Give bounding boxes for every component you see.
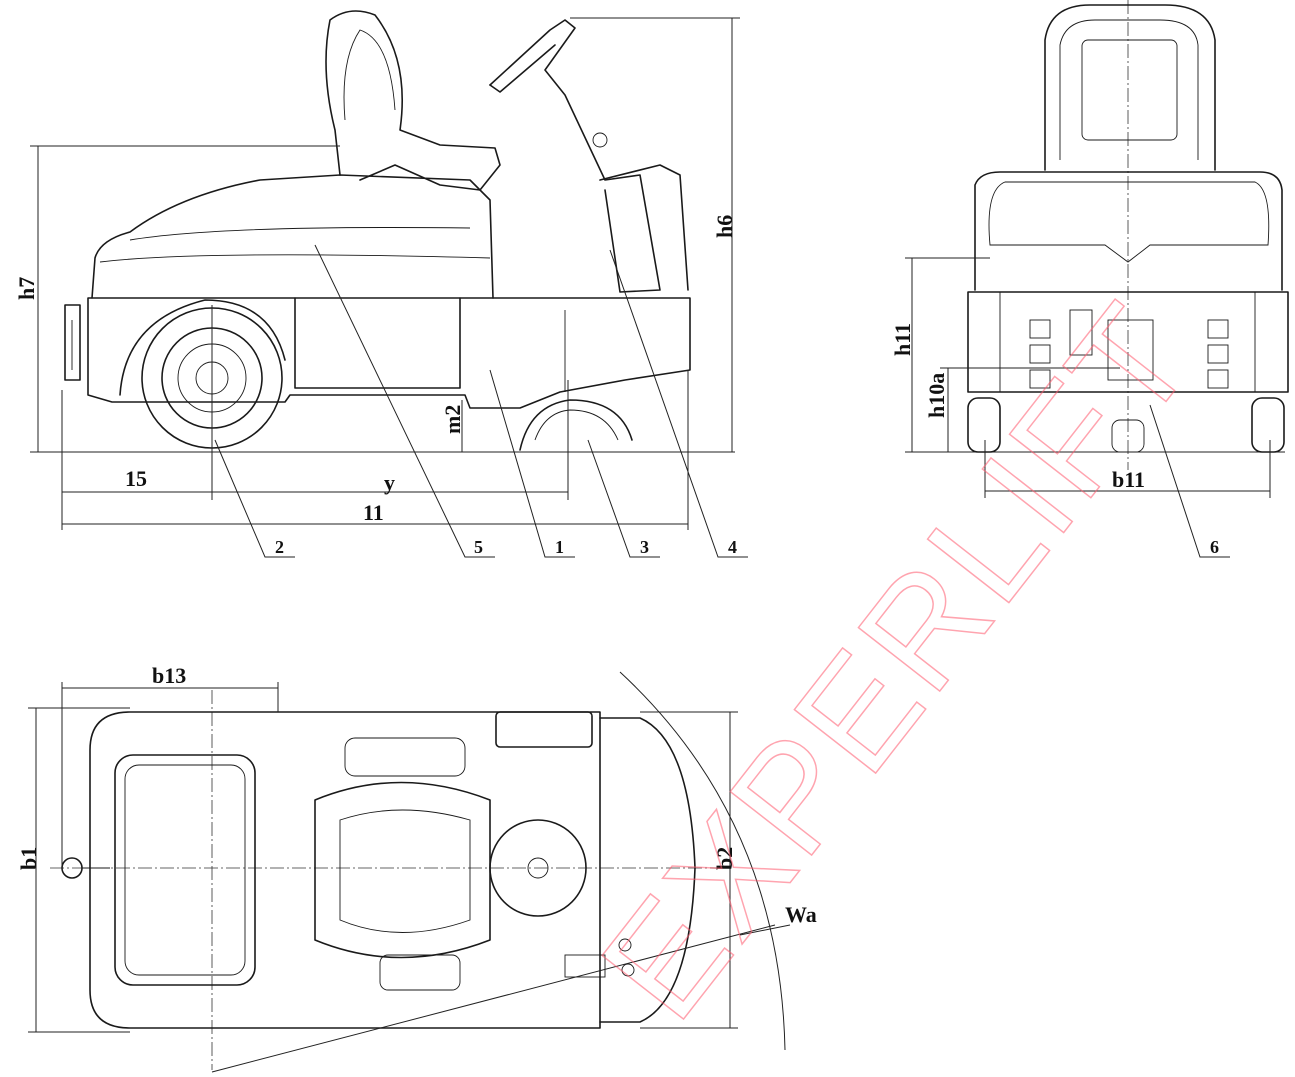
- wa-radius: [211, 924, 776, 1073]
- rear-lamp-1: [1029, 319, 1051, 339]
- turning-arc: [619, 671, 786, 1051]
- rear-fender: [119, 299, 286, 396]
- dim-b2: b2: [712, 847, 737, 870]
- dim-b1: b1: [16, 847, 41, 870]
- callout-6: 6: [1210, 537, 1219, 557]
- top-front: [599, 717, 696, 1023]
- steering-wheel: [489, 44, 556, 93]
- rear-panel: [999, 291, 1256, 393]
- top-steering-hub: [527, 857, 549, 879]
- top-pedal-box: [379, 954, 461, 991]
- top-platform: [114, 754, 256, 986]
- rear-seat: [1044, 4, 1216, 171]
- rear-tray: [988, 181, 1270, 263]
- battery-panel: [294, 297, 461, 389]
- top-knob-2: [621, 963, 635, 977]
- rear-wheel: [119, 299, 286, 449]
- leader-2: [214, 439, 295, 558]
- hood-line-2: [129, 227, 471, 241]
- dim-y: y: [384, 470, 395, 495]
- dim-h11: h11: [890, 323, 915, 356]
- rear-seat-inner: [1059, 19, 1199, 160]
- top-view: b13 b1 b2 Wa: [16, 663, 817, 1073]
- dim-15: 15: [125, 466, 147, 491]
- rear-right-wheel: [1251, 397, 1285, 453]
- callout-4: 4: [728, 537, 737, 557]
- leader-1: [489, 369, 575, 558]
- rear-lamp-5: [1207, 344, 1229, 364]
- side-view: h7 h6 m2 15 y 11 2 5 1 3 4: [14, 10, 748, 558]
- top-seat-inner: [339, 809, 471, 933]
- front-wheel: [519, 399, 633, 451]
- dash-front: [599, 164, 689, 291]
- leader-6: [1149, 404, 1230, 558]
- rear-lamp-2: [1029, 344, 1051, 364]
- callout-5: 5: [474, 537, 483, 557]
- front-tire: [519, 399, 633, 451]
- dim-h10a: h10a: [924, 373, 949, 418]
- top-dash-panel: [495, 711, 593, 748]
- top-accelerator: [564, 954, 606, 978]
- column-knob: [592, 132, 608, 148]
- chassis-outline: [87, 297, 691, 409]
- rear-left-wheel: [967, 397, 1001, 453]
- callout-1: 1: [555, 537, 564, 557]
- seat-back-inner: [343, 29, 396, 121]
- top-armrest: [344, 737, 466, 777]
- rear-seat-cushion: [1081, 39, 1178, 141]
- dim-h7: h7: [14, 277, 39, 300]
- top-seat: [314, 781, 491, 959]
- dim-h6: h6: [712, 215, 737, 238]
- hood-outline: [91, 174, 494, 299]
- dim-b13: b13: [152, 663, 186, 688]
- callout-3: 3: [640, 537, 649, 557]
- top-platform-inner: [124, 764, 246, 976]
- rear-lamp-4: [1207, 319, 1229, 339]
- rear-switch-box: [1069, 309, 1093, 356]
- rear-hitch-plate: [1107, 319, 1154, 381]
- callout-2: 2: [275, 537, 284, 557]
- leader-3: [587, 439, 660, 558]
- steering-column: [489, 19, 661, 293]
- front-rim: [534, 409, 619, 441]
- dim-wa: Wa: [785, 902, 817, 927]
- dim-11: 11: [363, 500, 384, 525]
- leader-5: [314, 244, 495, 558]
- rear-center-wheel: [1111, 419, 1145, 453]
- leader-4: [609, 249, 748, 558]
- tow-hitch: [64, 304, 81, 381]
- rear-view: h11 h10a b11 6: [890, 0, 1289, 558]
- dim-m2: m2: [440, 405, 465, 434]
- wa-leader: [739, 924, 791, 936]
- hood-line: [99, 254, 491, 263]
- top-steering-wheel: [489, 819, 587, 917]
- top-knob-1: [618, 938, 632, 952]
- rear-body: [974, 171, 1283, 291]
- dim-b11: b11: [1112, 467, 1145, 492]
- seat: [325, 10, 501, 191]
- rear-lamp-3: [1029, 369, 1051, 389]
- watermark: EXPERLIFT: [569, 273, 1226, 1049]
- rear-lamp-6: [1207, 369, 1229, 389]
- top-body: [89, 711, 601, 1029]
